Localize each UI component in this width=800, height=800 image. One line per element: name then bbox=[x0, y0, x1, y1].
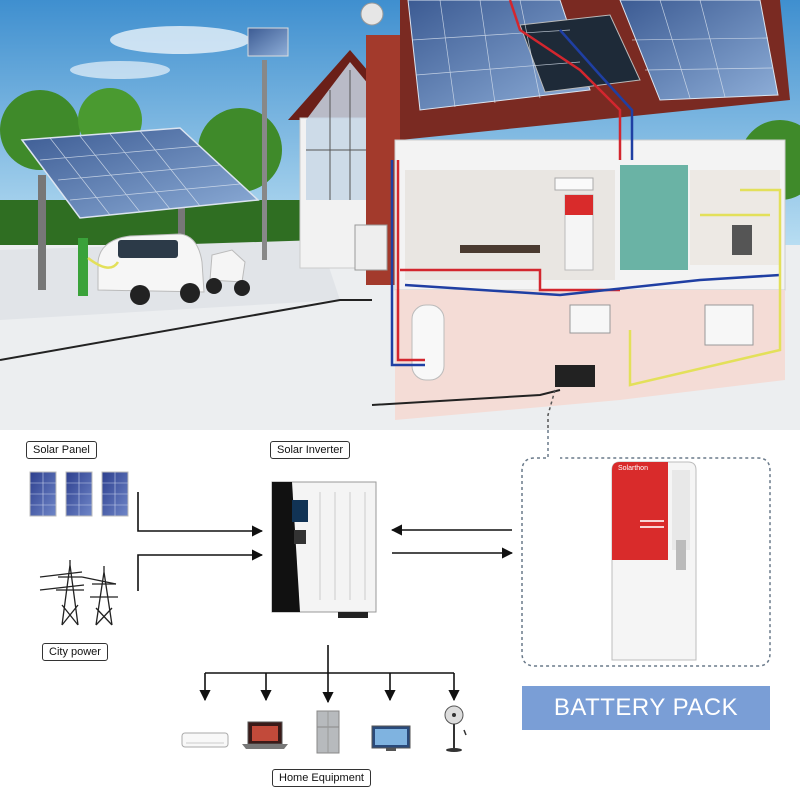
cloud bbox=[70, 61, 170, 79]
grid-to-inverter-arrow bbox=[137, 549, 264, 591]
television-icon bbox=[371, 725, 411, 751]
scooter bbox=[206, 249, 250, 296]
air-conditioner-icon bbox=[181, 732, 229, 748]
solar-to-inverter-arrow bbox=[137, 492, 264, 537]
basement-battery bbox=[555, 365, 595, 387]
refrigerator-icon bbox=[316, 710, 340, 754]
water-tank bbox=[411, 304, 445, 381]
city-power-label: City power bbox=[42, 643, 108, 661]
basement bbox=[395, 290, 785, 420]
home-equipment-label: Home Equipment bbox=[272, 769, 371, 787]
lamp-solar-panel bbox=[247, 27, 289, 57]
solar-inverter-label: Solar Inverter bbox=[270, 441, 351, 459]
dining-table bbox=[460, 245, 540, 253]
satellite-dish bbox=[360, 2, 384, 26]
laptop-icon bbox=[242, 721, 288, 749]
house-scene-svg bbox=[0, 0, 800, 430]
solar-panel-label: Solar Panel bbox=[26, 441, 97, 459]
ev-charger bbox=[78, 238, 88, 296]
washing-machine bbox=[704, 304, 754, 346]
charging-cable bbox=[87, 257, 120, 269]
bathroom-tiles bbox=[620, 165, 688, 270]
cloud bbox=[110, 26, 250, 54]
room-battery-top bbox=[565, 195, 593, 215]
fan-icon bbox=[444, 705, 467, 752]
distribution-box bbox=[569, 304, 611, 334]
battery-brand-label: Solarthon bbox=[618, 465, 648, 472]
room-ac-unit bbox=[554, 177, 594, 191]
carport-pole bbox=[38, 175, 46, 290]
battery-pack-icon bbox=[611, 461, 697, 661]
oven bbox=[732, 225, 752, 255]
roof-panel-grid bbox=[411, 0, 773, 108]
carport-panel-grid bbox=[39, 130, 241, 216]
electric-car bbox=[97, 233, 205, 305]
heat-pump bbox=[354, 224, 388, 271]
solar-panel-icon bbox=[29, 471, 129, 517]
house-wiring bbox=[0, 0, 782, 406]
battery-pack-banner: BATTERY PACK bbox=[522, 686, 770, 730]
inverter-icon bbox=[271, 481, 377, 618]
house-illustration bbox=[0, 0, 800, 430]
carport-solar-panel bbox=[20, 127, 260, 219]
dotted-connector bbox=[547, 389, 556, 430]
power-pylon-icon bbox=[39, 560, 118, 626]
roof-solar-array-right bbox=[619, 0, 779, 101]
lamp-post bbox=[262, 60, 267, 260]
equipment-arrows bbox=[199, 673, 460, 704]
equipment-distribution-lines bbox=[205, 645, 454, 674]
